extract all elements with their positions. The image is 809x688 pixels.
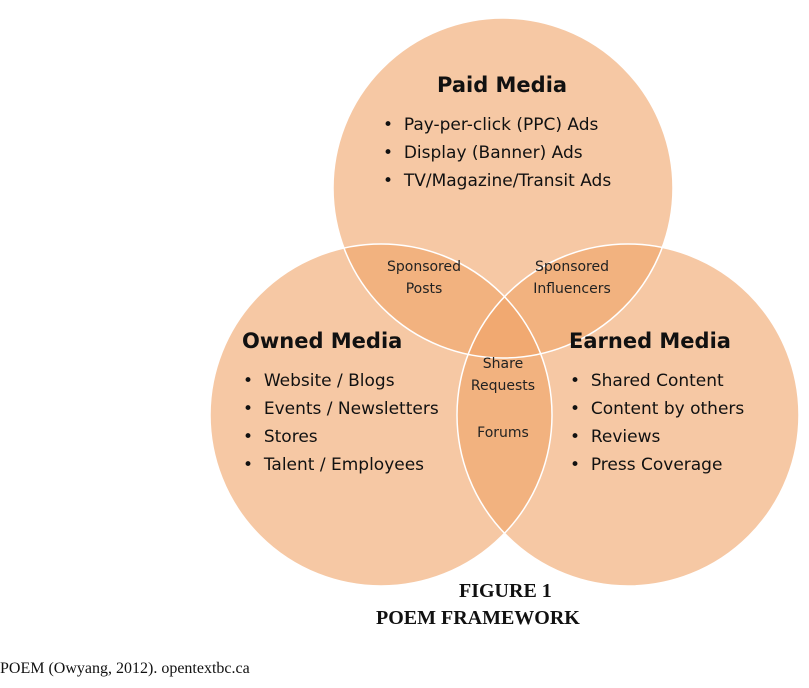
overlap-label: Share bbox=[482, 356, 524, 372]
overlap-label: Forums bbox=[477, 425, 529, 441]
overlap-label: Influencers bbox=[533, 281, 611, 297]
source-citation: POEM (Owyang, 2012). opentextbc.ca bbox=[0, 660, 250, 677]
earned-media-list: Shared Content Content by others Reviews… bbox=[570, 367, 744, 479]
list-item: Events / Newsletters bbox=[243, 395, 439, 423]
overlap-paid-earned: Sponsored Influencers bbox=[522, 256, 622, 300]
figure-number: FIGURE 1 bbox=[459, 580, 552, 602]
overlap-paid-owned: Sponsored Posts bbox=[374, 256, 474, 300]
overlap-label: Sponsored bbox=[534, 259, 610, 275]
list-item: TV/Magazine/Transit Ads bbox=[383, 167, 611, 195]
paid-media-list: Pay-per-click (PPC) Ads Display (Banner)… bbox=[383, 111, 611, 195]
figure-title: POEM FRAMEWORK bbox=[376, 607, 580, 629]
list-item: Pay-per-click (PPC) Ads bbox=[383, 111, 611, 139]
overlap-label: Posts bbox=[405, 281, 443, 297]
earned-media-title: Earned Media bbox=[569, 329, 731, 353]
overlap-label: Sponsored bbox=[386, 259, 462, 275]
paid-media-title: Paid Media bbox=[437, 73, 568, 97]
list-item: Reviews bbox=[570, 423, 744, 451]
list-item: Talent / Employees bbox=[243, 451, 439, 479]
list-item: Stores bbox=[243, 423, 439, 451]
list-item: Display (Banner) Ads bbox=[383, 139, 611, 167]
list-item: Website / Blogs bbox=[243, 367, 439, 395]
list-item: Shared Content bbox=[570, 367, 744, 395]
list-item: Press Coverage bbox=[570, 451, 744, 479]
overlap-owned-earned: Share Requests Forums bbox=[453, 353, 553, 444]
overlap-label: Requests bbox=[470, 378, 536, 394]
owned-media-title: Owned Media bbox=[242, 329, 403, 353]
list-item: Content by others bbox=[570, 395, 744, 423]
owned-media-list: Website / Blogs Events / Newsletters Sto… bbox=[243, 367, 439, 479]
